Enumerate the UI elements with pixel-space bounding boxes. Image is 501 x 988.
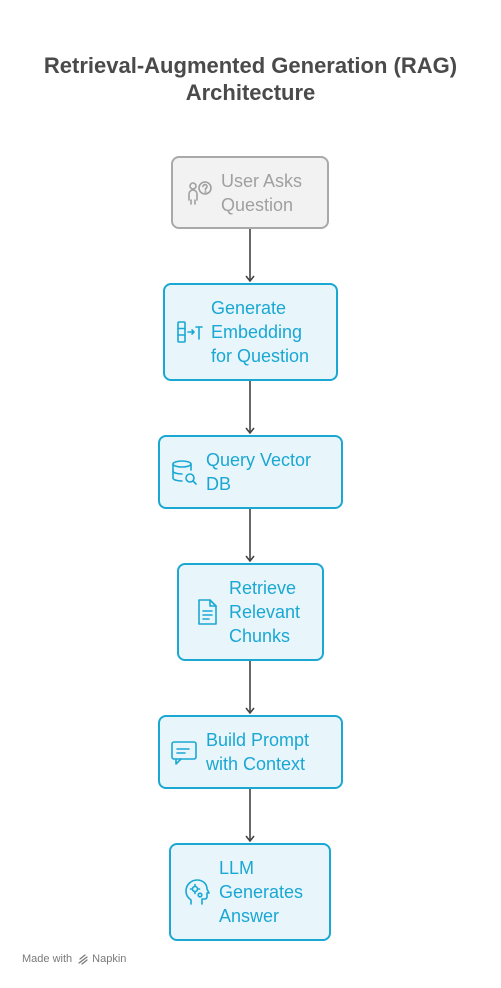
step-label: Generate Embedding for Question	[211, 298, 310, 366]
title-line-1: Retrieval-Augmented Generation (RAG)	[43, 53, 458, 78]
step-llm-generates-answer: LLM Generates Answer	[169, 843, 331, 941]
made-with-napkin: Made with Napkin	[22, 953, 126, 965]
made-with-text: Made with	[22, 953, 73, 965]
napkin-logo-icon	[78, 954, 88, 965]
title-line-2: Architecture	[185, 80, 316, 105]
step-build-prompt: Build Prompt with Context	[158, 715, 343, 789]
step-label: User Asks Question	[221, 170, 303, 215]
step-label: LLM Generates Answer	[219, 858, 304, 926]
diagram-title: Retrieval-Augmented Generation (RAG) Arc…	[0, 52, 501, 106]
step-query-vector-db: Query Vector DB	[158, 435, 343, 509]
step-label: Query Vector DB	[206, 450, 312, 494]
step-retrieve-chunks: Retrieve Relevant Chunks	[177, 563, 324, 661]
chat-bubble-icon	[168, 736, 200, 768]
step-label: Retrieve Relevant Chunks	[229, 578, 301, 646]
step-label: Build Prompt with Context	[206, 730, 310, 774]
step-user-asks-question: User Asks Question	[171, 156, 329, 229]
embedding-icon	[173, 316, 205, 348]
user-question-icon	[183, 177, 215, 209]
brain-gears-icon	[181, 876, 213, 908]
napkin-brand: Napkin	[92, 953, 127, 965]
database-search-icon	[168, 456, 200, 488]
step-generate-embedding: Generate Embedding for Question	[163, 283, 338, 381]
document-icon	[191, 596, 223, 628]
